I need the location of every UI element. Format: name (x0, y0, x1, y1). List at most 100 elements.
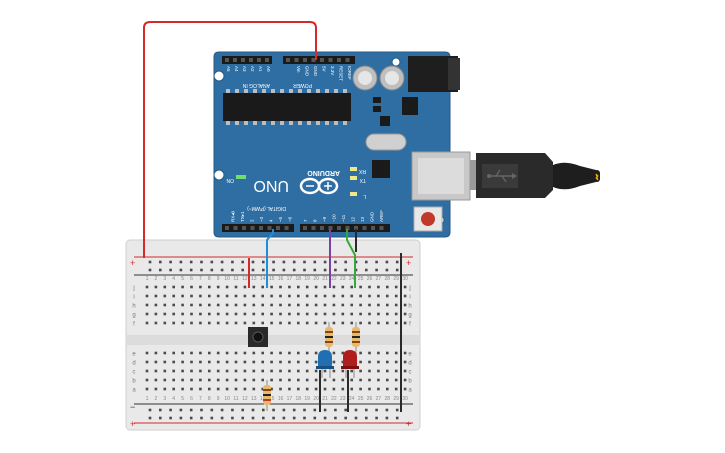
header-pin[interactable] (362, 226, 367, 230)
chip-pin (226, 89, 230, 93)
breadboard-hole (377, 312, 380, 316)
breadboard-hole (359, 369, 362, 373)
header-pin[interactable] (242, 226, 246, 230)
header-pin[interactable] (311, 58, 316, 62)
breadboard-hole (368, 369, 371, 373)
header-pin[interactable] (303, 58, 307, 62)
header-pin[interactable] (371, 226, 375, 230)
breadboard-hole (394, 387, 398, 391)
header-pin[interactable] (320, 58, 324, 62)
breadboard-hole (359, 312, 362, 316)
breadboard-hole (323, 303, 327, 307)
breadboard-hole (145, 387, 149, 391)
header-pin[interactable] (284, 226, 289, 230)
header-pin[interactable] (328, 58, 333, 62)
breadboard-hole (225, 285, 229, 289)
chip-pin (262, 89, 266, 93)
header-pin[interactable] (337, 226, 341, 230)
power-pin-label: 5V (322, 66, 327, 72)
pushbutton[interactable] (248, 327, 268, 347)
column-number: 19 (304, 276, 310, 282)
breadboard-hole (190, 285, 193, 289)
header-pin[interactable] (345, 58, 350, 62)
breadboard-hole (181, 285, 184, 289)
header-pin[interactable] (233, 58, 237, 62)
column-number: 27 (376, 396, 382, 402)
rail-hole (241, 260, 244, 264)
breadboard-hole (341, 312, 345, 316)
header-pin[interactable] (225, 58, 229, 62)
breadboard-hole (341, 360, 345, 364)
breadboard-hole (199, 321, 202, 325)
column-number: 22 (331, 276, 337, 282)
arduino-logo-icon (299, 177, 339, 195)
breadboard-hole (270, 351, 273, 355)
header-pin[interactable] (337, 58, 341, 62)
rail-hole (148, 416, 152, 420)
breadboard-hole (181, 351, 184, 355)
header-pin[interactable] (267, 226, 272, 230)
row-letter: g (408, 313, 411, 319)
breadboard-hole (190, 312, 193, 316)
header-pin[interactable] (379, 226, 384, 230)
row-letter: h (132, 304, 135, 310)
header-pin[interactable] (225, 226, 229, 230)
header-pin[interactable] (328, 226, 333, 230)
reset-button[interactable] (413, 206, 443, 232)
header-pin[interactable] (286, 58, 290, 62)
header-pin[interactable] (259, 226, 263, 230)
breadboard-hole (270, 285, 273, 289)
rail-hole (344, 416, 347, 420)
breadboard-hole (172, 369, 175, 373)
digital-header-label: DIGITAL (PWM~) (247, 205, 286, 211)
breadboard-holes (145, 260, 407, 420)
breadboard-hole (154, 285, 158, 289)
breadboard-hole (377, 321, 380, 325)
resistor-led-blue (325, 322, 333, 356)
breadboard-hole (279, 312, 282, 316)
rail-hole (365, 268, 368, 272)
breadboard-hole (225, 369, 229, 373)
header-pin[interactable] (345, 226, 350, 230)
breadboard-hole (252, 294, 256, 298)
breadboard-hole (377, 360, 380, 364)
breadboard-hole (332, 285, 336, 289)
arduino-uno-board: RX TX L ON ARDUINO UNO ANALOG IN POWER A… (213, 51, 471, 238)
header-pin[interactable] (303, 226, 307, 230)
header-pin[interactable] (294, 58, 299, 62)
rail-hole (323, 260, 327, 264)
header-pin[interactable] (249, 58, 253, 62)
rail-hole (272, 416, 275, 420)
header-pin[interactable] (233, 226, 238, 230)
header-pin[interactable] (276, 226, 280, 230)
rail-hole (282, 416, 286, 420)
rail-hole (210, 268, 214, 272)
breadboard-hole (403, 369, 407, 373)
header-pin[interactable] (250, 226, 255, 230)
breadboard-hole (234, 312, 238, 316)
breadboard-hole (332, 378, 336, 382)
breadboard-hole (288, 294, 291, 298)
breadboard-hole (368, 351, 371, 355)
header-pin[interactable] (311, 226, 316, 230)
breadboard-hole (208, 360, 211, 364)
breadboard-hole (154, 360, 158, 364)
breadboard-hole (350, 321, 353, 325)
breadboard-hole (394, 294, 398, 298)
rail-hole (375, 268, 378, 272)
reset-button-cap[interactable] (421, 212, 435, 226)
header-pin[interactable] (265, 58, 269, 62)
breadboard-hole (297, 303, 300, 307)
header-pin[interactable] (320, 226, 324, 230)
header-pin[interactable] (241, 58, 245, 62)
breadboard-hole (297, 369, 300, 373)
column-number: 30 (402, 276, 408, 282)
breadboard-hole (288, 351, 291, 355)
breadboard-hole (341, 285, 345, 289)
rail-hole (159, 268, 162, 272)
header-pin[interactable] (257, 58, 261, 62)
column-number: 1 (146, 276, 149, 282)
rail-hole (169, 408, 172, 412)
column-number: 15 (269, 276, 275, 282)
header-pin[interactable] (354, 226, 358, 230)
